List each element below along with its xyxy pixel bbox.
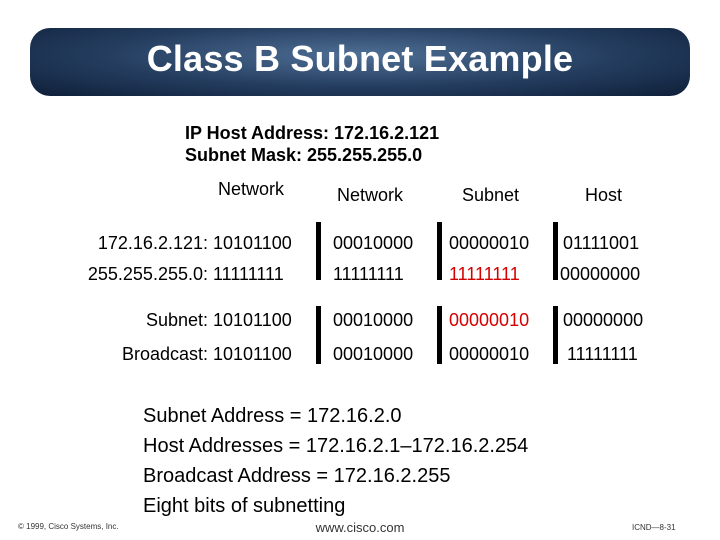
table-cell: 10101100 xyxy=(213,233,292,253)
table-cell: 11111111 xyxy=(213,264,284,284)
summary-broadcast-address: Broadcast Address = 172.16.2.255 xyxy=(143,465,451,487)
table-cell: 00000010 xyxy=(449,233,530,253)
subnet-mask-line: Subnet Mask: 255.255.255.0 xyxy=(185,145,423,165)
slide-title: Class B Subnet Example xyxy=(146,38,574,79)
summary-host-addresses: Host Addresses = 172.16.2.1–172.16.2.254 xyxy=(143,435,529,457)
table-cell: 01111001 xyxy=(563,233,640,253)
header-subnet: Subnet xyxy=(462,185,520,205)
table-cell: 10101100 xyxy=(213,310,292,330)
footer-copyright: © 1999, Cisco Systems, Inc. xyxy=(18,522,119,531)
header-network-1: Network xyxy=(218,179,285,199)
column-divider xyxy=(553,222,558,280)
footer-website: www.cisco.com xyxy=(315,520,405,535)
summary-subnet-bits: Eight bits of subnetting xyxy=(143,495,346,517)
table-cell: 11111111 xyxy=(333,264,404,284)
host-address-line: IP Host Address: 172.16.2.121 xyxy=(185,123,440,143)
table-cell: 00010000 xyxy=(333,233,414,253)
table-cell: 00000000 xyxy=(563,310,644,330)
column-divider xyxy=(437,306,442,364)
table-cell: 00000000 xyxy=(560,264,641,284)
column-divider xyxy=(316,222,321,280)
column-divider xyxy=(316,306,321,364)
title-banner xyxy=(30,28,690,96)
row-label-subnet: Subnet: xyxy=(145,310,208,330)
row-label-mask: 255.255.255.0: xyxy=(87,264,208,284)
table-cell: 00010000 xyxy=(333,344,414,364)
column-divider xyxy=(553,306,558,364)
footer-page-ref: ICND—8-31 xyxy=(632,523,676,532)
table-cell-highlight: 11111111 xyxy=(449,264,520,284)
header-host: Host xyxy=(585,185,623,205)
header-network-2: Network xyxy=(337,185,404,205)
column-divider xyxy=(437,222,442,280)
table-cell-highlight: 00000010 xyxy=(449,310,530,330)
table-cell: 10101100 xyxy=(213,344,292,364)
table-cell: 00010000 xyxy=(333,310,414,330)
row-label-host: 172.16.2.121: xyxy=(97,233,208,253)
table-cell: 00000010 xyxy=(449,344,530,364)
row-label-broadcast: Broadcast: xyxy=(121,344,208,364)
table-cell: 11111111 xyxy=(567,344,638,364)
summary-subnet-address: Subnet Address = 172.16.2.0 xyxy=(143,405,402,427)
